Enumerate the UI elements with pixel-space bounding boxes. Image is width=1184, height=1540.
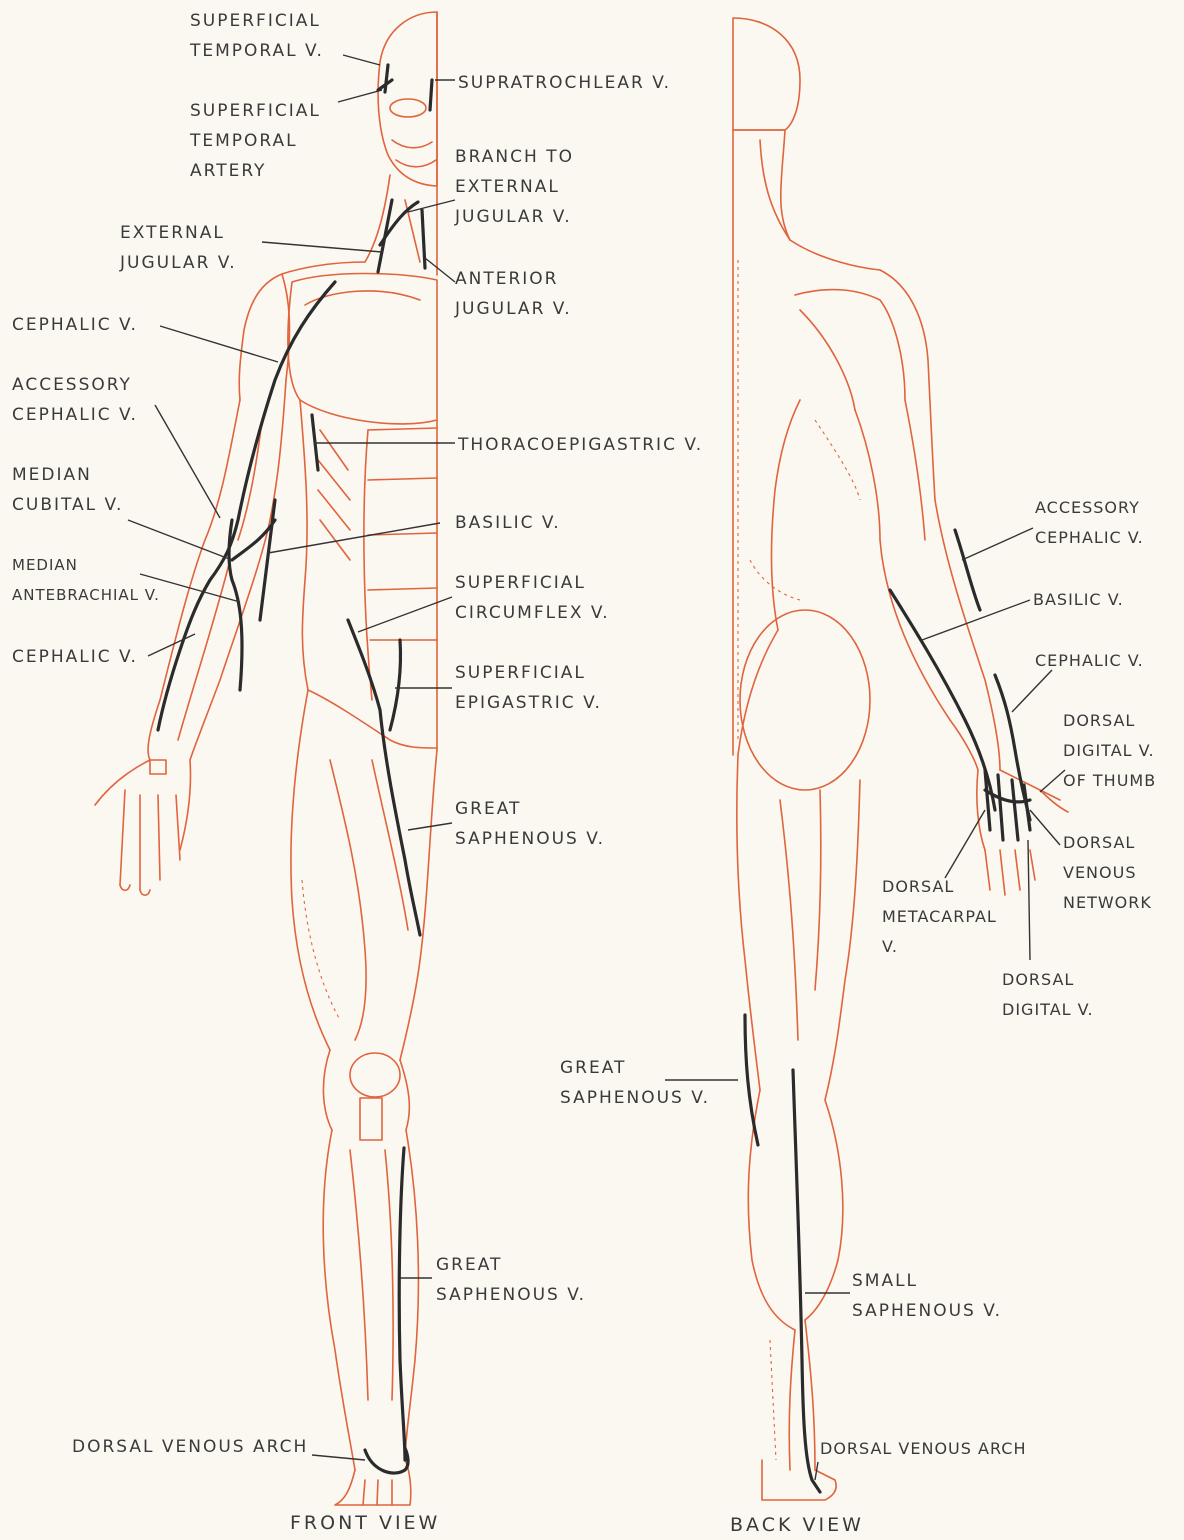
label-dorsal-digital-v: DORSAL DIGITAL V. [1002,965,1094,1025]
label-superficial-temporal-v: SUPERFICIAL TEMPORAL V. [190,6,324,66]
label-superficial-circumflex-v: SUPERFICIAL CIRCUMFLEX V. [455,568,610,628]
label-great-saphenous-v-back: GREAT SAPHENOUS V. [560,1053,710,1113]
label-cephalic-v-upper: CEPHALIC V. [12,310,138,340]
back-veins [745,530,1030,1492]
label-dorsal-digital-v-of-thumb: DORSAL DIGITAL V. OF THUMB [1063,706,1156,796]
label-basilic-v-back: BASILIC V. [1033,585,1124,615]
label-branch-to-external-jugular-v: BRANCH TO EXTERNAL JUGULAR V. [455,142,574,232]
label-median-cubital-v: MEDIAN CUBITAL V. [12,460,123,520]
label-dorsal-venous-arch-front: DORSAL VENOUS ARCH [72,1432,308,1462]
label-small-saphenous-v: SMALL SAPHENOUS V. [852,1266,1002,1326]
label-dorsal-metacarpal-v: DORSAL METACARPAL V. [882,872,997,962]
label-great-saphenous-v-thigh: GREAT SAPHENOUS V. [455,794,605,854]
label-supratrochlear-v: SUPRATROCHLEAR V. [458,68,671,98]
label-dorsal-venous-arch-back: DORSAL VENOUS ARCH [820,1434,1026,1464]
label-thoracoepigastric-v: THORACOEPIGASTRIC V. [458,430,703,460]
label-accessory-cephalic-v-back: ACCESSORY CEPHALIC V. [1035,493,1144,553]
label-median-antebrachial-v: MEDIAN ANTEBRACHIAL V. [12,550,160,610]
label-accessory-cephalic-v: ACCESSORY CEPHALIC V. [12,370,138,430]
label-external-jugular-v: EXTERNAL JUGULAR V. [120,218,237,278]
label-anterior-jugular-v: ANTERIOR JUGULAR V. [455,264,572,324]
caption-front-view: FRONT VIEW [290,1508,440,1538]
caption-back-view: BACK VIEW [730,1510,864,1540]
label-basilic-v: BASILIC V. [455,508,561,538]
label-superficial-temporal-artery: SUPERFICIAL TEMPORAL ARTERY [190,96,321,186]
label-cephalic-v-lower: CEPHALIC V. [12,642,138,672]
label-dorsal-venous-network: DORSAL VENOUS NETWORK [1063,828,1152,918]
label-cephalic-v-back: CEPHALIC V. [1035,646,1144,676]
label-superficial-epigastric-v: SUPERFICIAL EPIGASTRIC V. [455,658,602,718]
label-great-saphenous-v-leg: GREAT SAPHENOUS V. [436,1250,586,1310]
